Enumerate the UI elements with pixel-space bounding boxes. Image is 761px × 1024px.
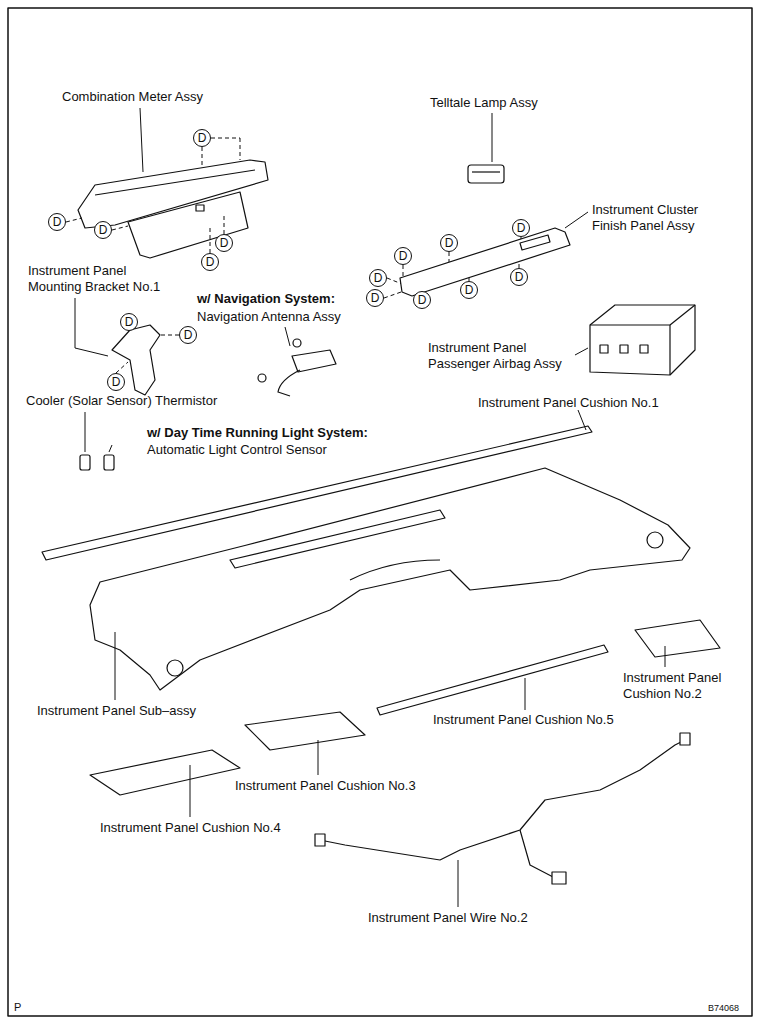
part-label: Instrument Panel Sub–assy xyxy=(37,703,196,719)
callout-circle: D xyxy=(179,326,197,344)
passenger-airbag xyxy=(590,305,695,375)
callout-circle: D xyxy=(512,219,530,237)
callout-circle: D xyxy=(48,213,66,231)
part-label: Telltale Lamp Assy xyxy=(430,95,538,111)
telltale-lamp xyxy=(468,165,504,183)
instrument-panel xyxy=(90,468,690,690)
part-label: Automatic Light Control Sensor xyxy=(147,442,327,458)
callout-letter: D xyxy=(515,271,524,283)
part-label: Instrument Panel Wire No.2 xyxy=(368,910,528,926)
combination-meter xyxy=(78,160,268,258)
leader-lines xyxy=(75,108,665,907)
cluster-finish-panel xyxy=(400,228,570,296)
callout-letter: D xyxy=(517,222,526,234)
telltale-detail xyxy=(472,171,500,172)
callout-circle: D xyxy=(107,373,125,391)
part-label: Instrument Panel Cushion No.5 xyxy=(433,712,614,728)
part-label: w/ Day Time Running Light System: xyxy=(147,425,368,441)
callout-letter: D xyxy=(418,294,427,306)
callout-letter: D xyxy=(206,256,215,268)
callout-circle: D xyxy=(510,268,528,286)
callout-letter: D xyxy=(99,224,108,236)
part-label: B74068 xyxy=(708,1002,739,1014)
callout-circle: D xyxy=(201,253,219,271)
navigation-antenna xyxy=(258,339,336,396)
callout-circle: D xyxy=(413,291,431,309)
part-label: Instrument Panel Cushion No.2 xyxy=(623,670,733,702)
callout-letter: D xyxy=(399,250,408,262)
thermistor xyxy=(80,455,90,470)
callout-letter: D xyxy=(374,272,383,284)
callout-circle: D xyxy=(215,234,233,252)
wire-harness xyxy=(315,733,690,884)
part-label: Instrument Panel Cushion No.1 xyxy=(478,395,659,411)
frame xyxy=(8,8,752,1016)
callout-circle: D xyxy=(366,289,384,307)
callout-letter: D xyxy=(371,292,380,304)
part-label: Instrument Panel Cushion No.3 xyxy=(235,778,416,794)
cushion-3 xyxy=(245,712,365,750)
light-sensor xyxy=(104,455,114,470)
part-label: Instrument Cluster Finish Panel Assy xyxy=(592,202,717,234)
callout-circle: D xyxy=(94,221,112,239)
cushion-4 xyxy=(90,750,240,795)
part-label: Instrument Panel Mounting Bracket No.1 xyxy=(28,263,168,295)
callout-letter: D xyxy=(184,329,193,341)
mounting-bracket xyxy=(112,325,160,395)
part-label: Instrument Panel Cushion No.4 xyxy=(100,820,281,836)
part-label: Instrument Panel Passenger Airbag Assy xyxy=(428,340,578,372)
cushion-2 xyxy=(635,620,720,657)
part-label: Cooler (Solar Sensor) Thermistor xyxy=(26,393,217,409)
callout-circle: D xyxy=(394,247,412,265)
callout-letter: D xyxy=(220,237,229,249)
callout-letter: D xyxy=(125,316,134,328)
callout-letter: D xyxy=(112,376,121,388)
part-label: Navigation Antenna Assy xyxy=(197,309,341,325)
callout-letter: D xyxy=(198,132,207,144)
callout-circle: D xyxy=(369,269,387,287)
callout-circle: D xyxy=(440,234,458,252)
callout-letter: D xyxy=(445,237,454,249)
callout-letter: D xyxy=(53,216,62,228)
callout-circle: D xyxy=(460,281,478,299)
callout-letter: D xyxy=(465,284,474,296)
part-label: w/ Navigation System: xyxy=(197,291,335,307)
callout-circle: D xyxy=(120,313,138,331)
part-label: P xyxy=(14,1000,21,1014)
callout-circle: D xyxy=(193,129,211,147)
cushion-5 xyxy=(377,645,608,715)
part-label: Combination Meter Assy xyxy=(62,89,203,105)
